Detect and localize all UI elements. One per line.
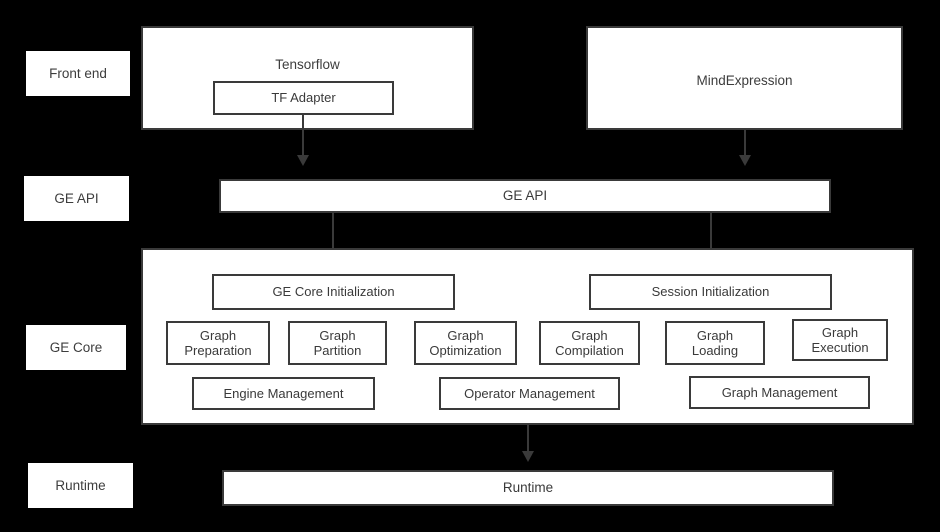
connector-tf-adapter-to-ge-api-line xyxy=(302,115,304,157)
mindexpression-group[interactable]: MindExpression xyxy=(586,26,903,130)
connector-ge-api-to-ge-core-init-line xyxy=(332,213,334,255)
graph-compilation-box[interactable]: Graph Compilation xyxy=(539,321,640,365)
graph-preparation-box[interactable]: Graph Preparation xyxy=(166,321,270,365)
ge-core-initialization-box[interactable]: GE Core Initialization xyxy=(212,274,455,310)
graph-optimization-box[interactable]: Graph Optimization xyxy=(414,321,517,365)
connector-ge-core-to-runtime-arrow xyxy=(522,451,534,462)
session-initialization-box[interactable]: Session Initialization xyxy=(589,274,832,310)
ge-api-bar[interactable]: GE API xyxy=(219,179,831,213)
connector-mindexpression-to-ge-api-line xyxy=(744,130,746,157)
graph-loading-box[interactable]: Graph Loading xyxy=(665,321,765,365)
graph-execution-box[interactable]: Graph Execution xyxy=(792,319,888,361)
connector-tf-adapter-to-ge-api-arrow xyxy=(297,155,309,166)
tensorflow-title: Tensorflow xyxy=(275,57,340,72)
stage-label-front-end: Front end xyxy=(26,51,130,96)
mindexpression-title: MindExpression xyxy=(696,73,793,88)
graph-partition-box[interactable]: Graph Partition xyxy=(288,321,387,365)
graph-management-box[interactable]: Graph Management xyxy=(689,376,870,409)
connector-mindexpression-to-ge-api-arrow xyxy=(739,155,751,166)
engine-management-box[interactable]: Engine Management xyxy=(192,377,375,410)
stage-label-ge-api: GE API xyxy=(24,176,129,221)
stage-label-ge-core: GE Core xyxy=(26,325,126,370)
connector-ge-core-to-runtime-line xyxy=(527,425,529,453)
operator-management-box[interactable]: Operator Management xyxy=(439,377,620,410)
runtime-bar[interactable]: Runtime xyxy=(222,470,834,506)
tf-adapter-box[interactable]: TF Adapter xyxy=(213,81,394,115)
connector-ge-api-to-session-init-line xyxy=(710,213,712,255)
stage-label-runtime: Runtime xyxy=(28,463,133,508)
